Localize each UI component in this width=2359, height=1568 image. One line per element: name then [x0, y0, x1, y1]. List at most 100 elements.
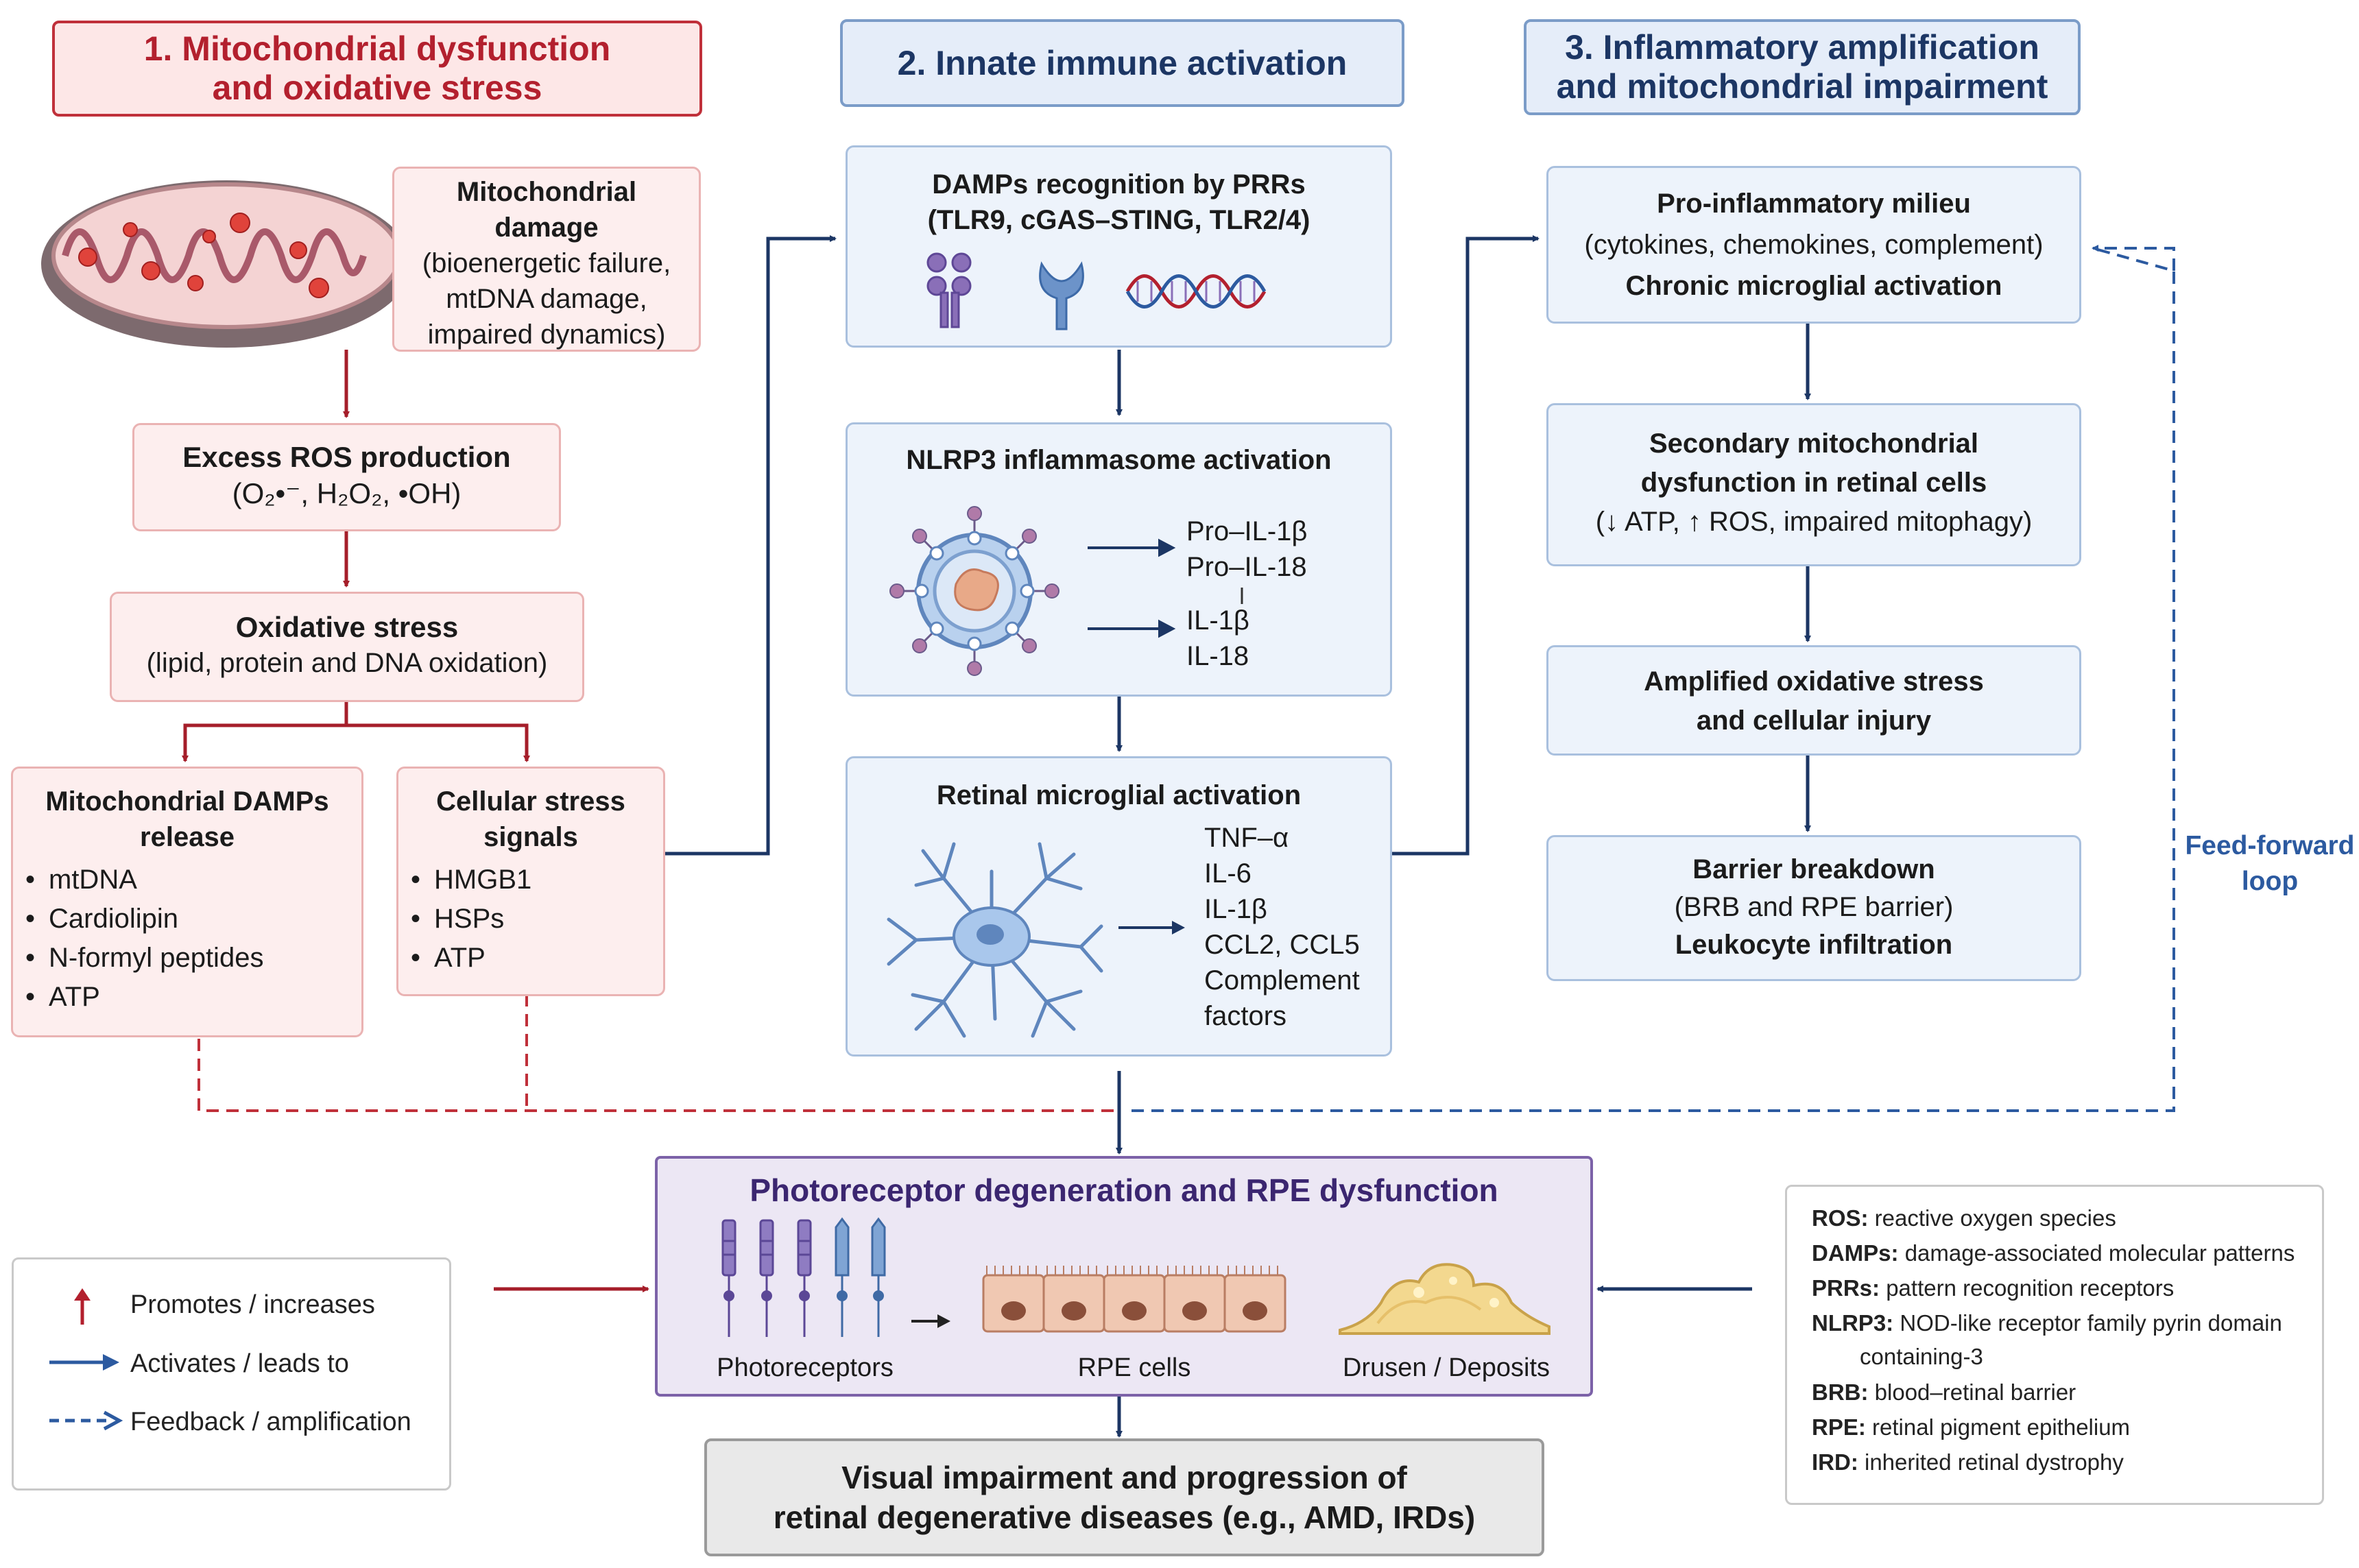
cellular-stress-signals-box: Cellular stress signals HMGB1 HSPs ATP — [396, 767, 665, 996]
nlrp3-arrows — [1088, 538, 1176, 638]
up-arrow-icon — [74, 1288, 91, 1325]
legend-activates-label: Activates / leads to — [130, 1349, 349, 1378]
microglia-title: Retinal microglial activation — [936, 780, 1302, 810]
rpe-cells-icon — [982, 1266, 1286, 1333]
drusen-label: Drusen / Deposits — [1342, 1353, 1550, 1382]
legend-feedback-label: Feedback / amplification — [130, 1408, 411, 1436]
barrier-breakdown-box: Barrier breakdown (BRB and RPE barrier) … — [1546, 835, 2081, 981]
final-outcome-box: Visual impairment and progression of ret… — [704, 1438, 1544, 1556]
signals-list: HMGB1 HSPs ATP — [398, 860, 663, 978]
output-factors: factors — [1204, 1001, 1287, 1031]
output-il6: IL-6 — [1204, 858, 1252, 889]
barrier-sub: Leukocyte infiltration — [1675, 930, 1953, 960]
damps-title-2: release — [140, 822, 235, 852]
signals-title-2: signals — [483, 822, 578, 852]
abbr-term: ROS: — [1812, 1205, 1869, 1231]
abbr-row: NLRP3: NOD-like receptor family pyrin do… — [1812, 1310, 2282, 1337]
mito-damage-detail-3: impaired dynamics) — [427, 319, 666, 350]
mature-cytokines: IL-1β IL-18 — [1186, 603, 1249, 674]
abbreviations-box — [1785, 1185, 2324, 1505]
feed-forward-label: Feed-forward loop — [2177, 828, 2359, 900]
secondary-title-1: Secondary mitochondrial — [1649, 429, 1979, 459]
abbr-row: IRD: inherited retinal dystrophy — [1812, 1449, 2124, 1476]
abbr-term: PRRs: — [1812, 1275, 1880, 1301]
mitochondrial-damps-box: Mitochondrial DAMPs release mtDNA Cardio… — [11, 767, 363, 1037]
photoreceptors-label: Photoreceptors — [717, 1353, 894, 1382]
excess-ros-box: Excess ROS production (O₂•⁻, H₂O₂, •OH) — [132, 423, 561, 531]
feed-forward-loop-line — [1131, 245, 2175, 1112]
oxidative-title: Oxidative stress — [235, 611, 459, 643]
milieu-sub: Chronic microglial activation — [1625, 271, 2002, 301]
damps-list: mtDNA Cardiolipin N-formyl peptides ATP — [13, 860, 361, 1017]
amplified-title-1: Amplified oxidative stress — [1644, 666, 1984, 697]
abbr-definition: containing-3 — [1860, 1344, 1983, 1369]
abbr-definition: pattern recognition receptors — [1886, 1275, 2175, 1301]
microglia-outputs: TNF–α IL-6 IL-1β CCL2, CCL5 Complement f… — [1204, 820, 1360, 1034]
abbr-row: containing-3 — [1860, 1343, 1983, 1371]
output-complement: Complement — [1204, 965, 1360, 996]
pro-cytokines: Pro–IL-1β Pro–IL-18 — [1186, 514, 1307, 585]
pro-il18: Pro–IL-18 — [1186, 552, 1307, 582]
pro-il1b: Pro–IL-1β — [1186, 516, 1308, 546]
section-1-line-2: and oxidative stress — [212, 69, 542, 107]
section-1-line-1: 1. Mitochondrial dysfunction — [143, 29, 611, 68]
list-item: N-formyl peptides — [13, 939, 361, 978]
list-item: mtDNA — [13, 860, 361, 900]
photoreceptors-icon — [721, 1217, 886, 1337]
abbr-definition: blood–retinal barrier — [1874, 1379, 2076, 1405]
pro-to-mature-line — [1241, 588, 1243, 604]
signals-title-1: Cellular stress — [436, 786, 625, 817]
section-header-2: 2. Innate immune activation — [840, 19, 1404, 107]
abbr-row: DAMPs: damage-associated molecular patte… — [1812, 1240, 2295, 1267]
mito-damage-title-1: Mitochondrial — [456, 177, 637, 207]
microglia-output-arrow — [1118, 921, 1185, 934]
mito-damage-detail-1: (bioenergetic failure, — [422, 248, 671, 278]
inflammasome-icon — [889, 506, 1059, 676]
mito-damage-detail-2: mtDNA damage, — [446, 284, 647, 314]
navy-arrows — [665, 235, 1811, 1438]
final-line-1: Visual impairment and progression of — [841, 1460, 1407, 1495]
legend-promotes-label: Promotes / increases — [130, 1290, 375, 1319]
abbr-row: BRB: blood–retinal barrier — [1812, 1379, 2076, 1406]
abbr-term: BRB: — [1812, 1379, 1869, 1405]
abbr-definition: reactive oxygen species — [1874, 1205, 2116, 1231]
abbr-term: RPE: — [1812, 1414, 1866, 1440]
drusen-icon — [1339, 1263, 1550, 1335]
outcome-box: Photoreceptor degeneration and RPE dysfu… — [655, 1156, 1593, 1397]
secondary-dysfunction-box: Secondary mitochondrial dysfunction in r… — [1546, 403, 2081, 566]
abbr-row: PRRs: pattern recognition receptors — [1812, 1275, 2174, 1302]
final-line-2: retinal degenerative diseases (e.g., AMD… — [773, 1499, 1476, 1535]
microglia-cell-icon — [887, 842, 1103, 1038]
output-il1b: IL-1β — [1204, 894, 1267, 924]
barrier-detail: (BRB and RPE barrier) — [1674, 892, 1954, 922]
list-item: ATP — [13, 978, 361, 1017]
list-item: HMGB1 — [398, 860, 663, 900]
receptor-icons — [926, 252, 1267, 330]
pro-inflammatory-milieu-box: Pro-inflammatory milieu (cytokines, chem… — [1546, 166, 2081, 324]
abbr-row: RPE: retinal pigment epithelium — [1812, 1414, 2130, 1441]
abbr-term: DAMPs: — [1812, 1240, 1899, 1266]
abbr-term: NLRP3: — [1812, 1310, 1894, 1336]
oxidative-stress-box: Oxidative stress (lipid, protein and DNA… — [110, 592, 584, 702]
mitochondrion-illustration — [41, 180, 411, 348]
outcome-title: Photoreceptor degeneration and RPE dysfu… — [750, 1172, 1498, 1208]
milieu-detail: (cytokines, chemokines, complement) — [1584, 230, 2044, 260]
il1b: IL-1β — [1186, 605, 1249, 636]
nlrp3-title: NLRP3 inflammasome activation — [906, 445, 1332, 475]
dashed-arrow-icon — [49, 1410, 123, 1431]
ros-title: Excess ROS production — [182, 441, 511, 473]
prr-title-1: DAMPs recognition by PRRs — [932, 169, 1306, 200]
red-dashed-lines — [197, 994, 1119, 1112]
abbr-definition: retinal pigment epithelium — [1872, 1414, 2131, 1440]
output-ccl: CCL2, CCL5 — [1204, 930, 1360, 960]
abbr-definition: NOD-like receptor family pyrin domain — [1900, 1310, 2282, 1336]
oxidative-detail: (lipid, protein and DNA oxidation) — [146, 648, 548, 678]
section-3-line-2: and mitochondrial impairment — [1556, 67, 2048, 106]
mito-damage-title-2: damage — [494, 213, 599, 243]
nlrp3-box: NLRP3 inflammasome activation Pro–IL-1β … — [846, 422, 1392, 697]
ros-formula: (O₂•⁻, H₂O₂, •OH) — [232, 477, 462, 509]
rpe-cells-label: RPE cells — [1077, 1353, 1191, 1382]
abbr-row: ROS: reactive oxygen species — [1812, 1205, 2116, 1232]
output-tnf: TNF–α — [1204, 823, 1289, 853]
